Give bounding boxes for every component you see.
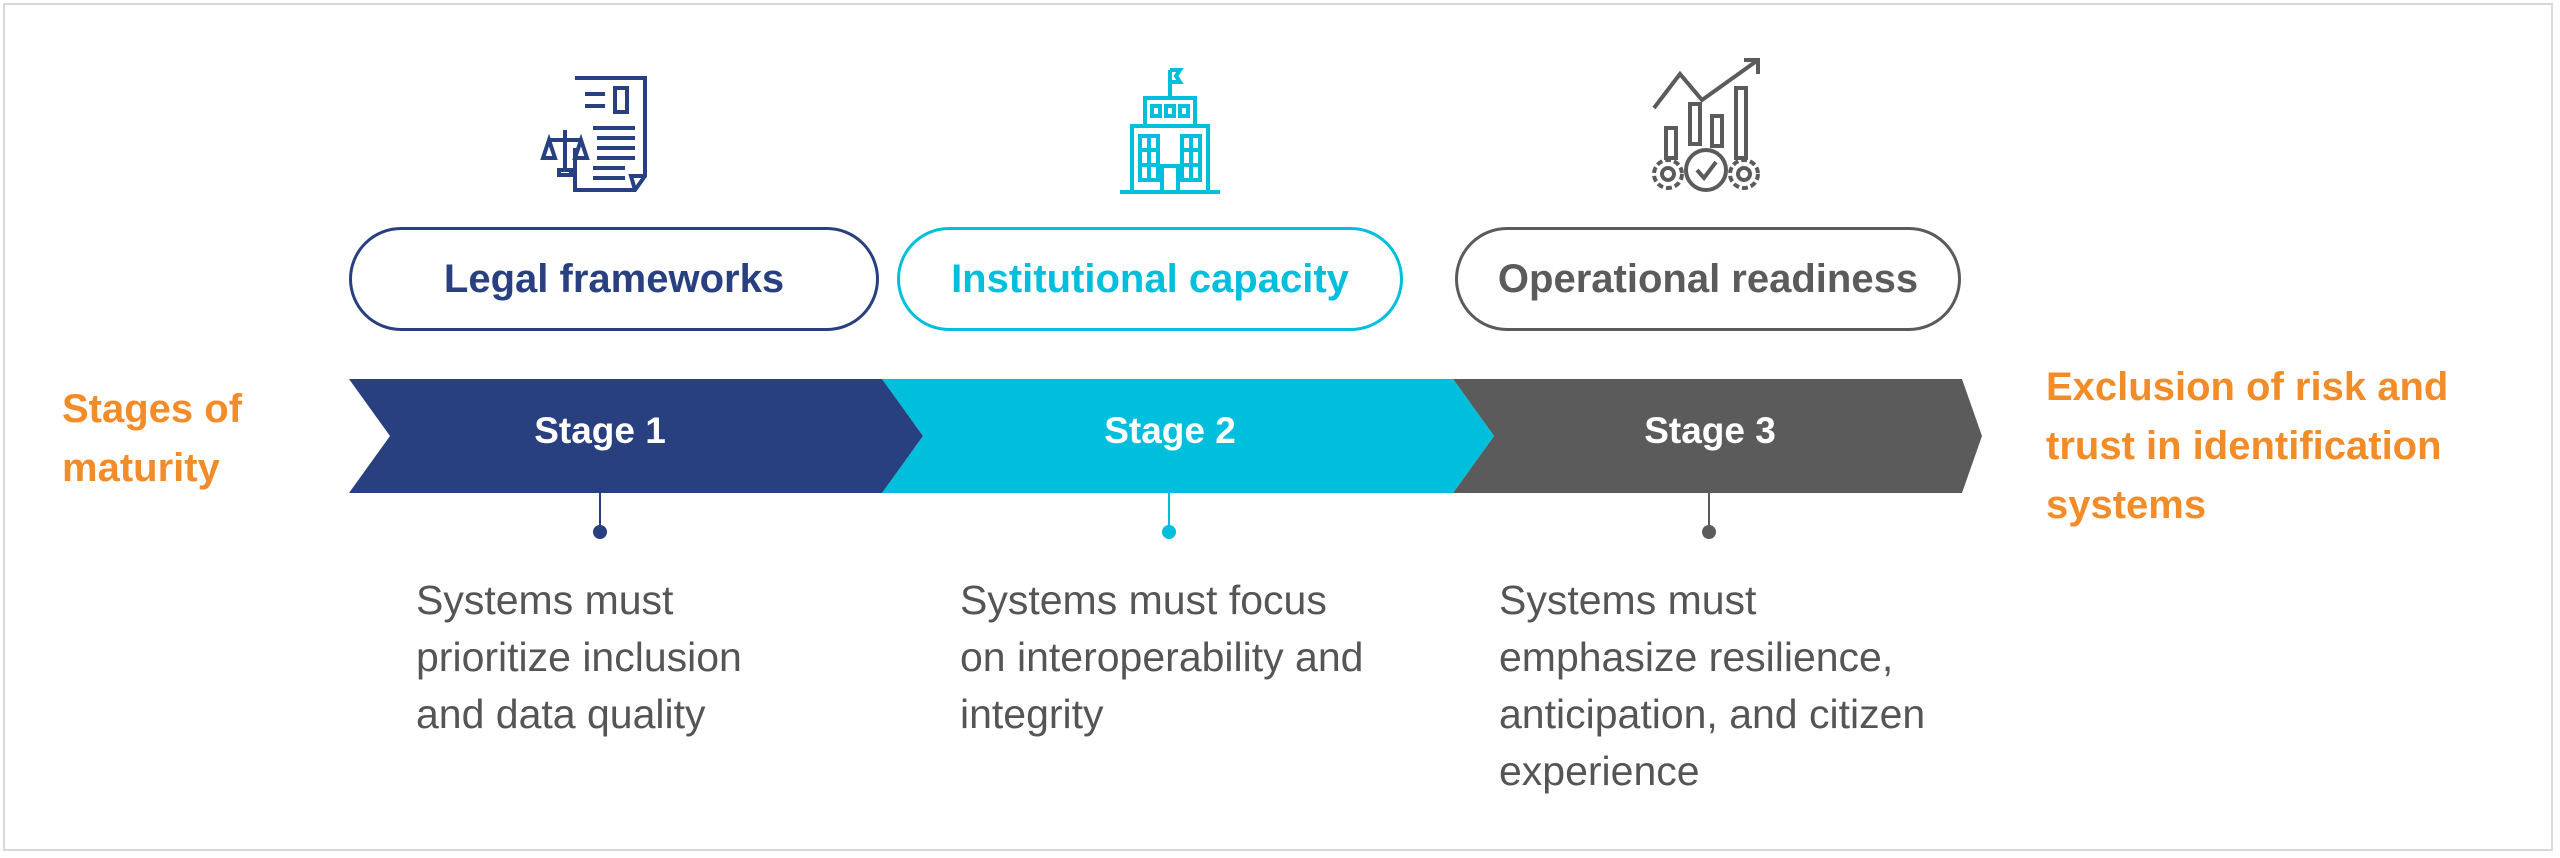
stage-1-label: Stage 1 (534, 410, 666, 451)
pill-operational-readiness: Operational readiness (1455, 227, 1961, 331)
stage-3-connector (1708, 493, 1710, 531)
legal-document-scales-icon (540, 76, 647, 192)
stage-2-arrow (882, 379, 1494, 493)
growth-chart-gears-icon (1652, 58, 1760, 192)
right-label-exclusion-risk-trust: Exclusion of risk and trust in identific… (2046, 365, 2449, 527)
stage-3-label: Stage 3 (1644, 410, 1776, 451)
stage-1-description: Systems must prioritize inclusion and da… (416, 577, 742, 737)
stage-2-connector (1168, 493, 1170, 531)
stage-2-description: Systems must focus on interoperability a… (960, 577, 1364, 737)
stage-1-arrow (349, 379, 923, 493)
stage-3-dot (1702, 525, 1716, 539)
stage-3-description: Systems must emphasize resilience, antic… (1499, 577, 1926, 794)
stage-2-label: Stage 2 (1104, 410, 1236, 451)
stage-1-dot (593, 525, 607, 539)
left-label-stages-of-maturity: Stages of maturity (62, 387, 243, 490)
government-building-icon (1120, 68, 1220, 194)
stage-3-arrow (1453, 379, 1982, 493)
pill-institutional-capacity: Institutional capacity (897, 227, 1403, 331)
diagram-frame (3, 3, 2553, 851)
stage-2-dot (1162, 525, 1176, 539)
pill-legal-frameworks: Legal frameworks (349, 227, 879, 331)
stage-1-connector (599, 493, 601, 531)
